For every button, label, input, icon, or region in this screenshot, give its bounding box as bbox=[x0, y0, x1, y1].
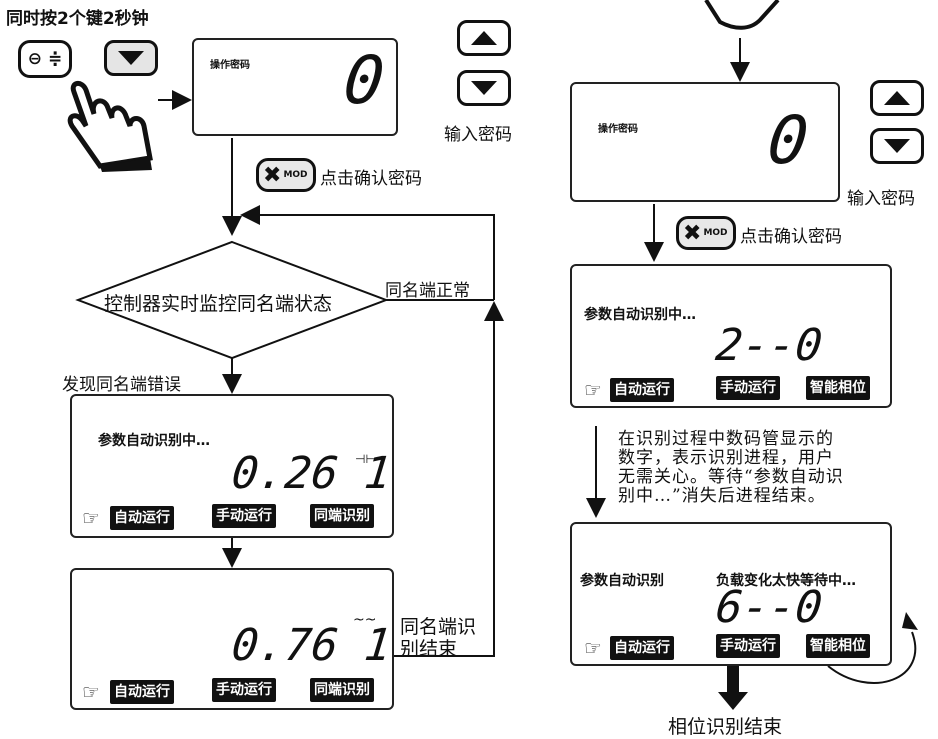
input-password-label: 输入密码 bbox=[444, 125, 512, 145]
normal-label: 同名端正常 bbox=[385, 281, 470, 301]
password-label: 操作密码 bbox=[598, 124, 638, 135]
up-key-button-right[interactable] bbox=[870, 80, 924, 116]
pointing-hand-icon: ☞ bbox=[82, 680, 100, 704]
tag-manual-run: 手动运行 bbox=[716, 634, 780, 658]
up-arrow-icon bbox=[884, 91, 910, 105]
password-display-right: 操作密码 0 bbox=[570, 82, 840, 202]
password-display-left: 操作密码 0 bbox=[192, 38, 398, 136]
result-display: 0.76 1 ~~ ☞ 自动运行 手动运行 同端识别 bbox=[70, 568, 394, 710]
tag-auto-run: 自动运行 bbox=[610, 378, 674, 402]
note-line: 无需关心。等待“参数自动识 bbox=[618, 467, 844, 487]
press-instruction: 同时按2个键2秒钟 bbox=[6, 9, 149, 29]
tag-manual-run: 手动运行 bbox=[212, 504, 276, 528]
note-line: 在识别过程中数码管显示的 bbox=[618, 429, 834, 449]
box3-wait: 负载变化太快等待中… bbox=[716, 573, 856, 589]
tag-smart-phase: 智能相位 bbox=[806, 376, 870, 400]
click-confirm-label-right: 点击确认密码 bbox=[740, 227, 842, 247]
inductor-icon: ~~ bbox=[353, 612, 377, 628]
progress-note: 在识别过程中数码管显示的 数字，表示识别进程，用户 无需关心。等待“参数自动识 … bbox=[618, 430, 918, 506]
identifying-title: 参数自动识别中… bbox=[98, 433, 210, 449]
identifying-display: 参数自动识别中… 0.26 1 ⊣⊢ ☞ 自动运行 手动运行 同端识别 bbox=[70, 394, 394, 538]
tag-polarity-id: 同端识别 bbox=[310, 504, 374, 528]
final-label: 相位识别结束 bbox=[668, 716, 783, 738]
note-line: 别中…”消失后进程结束。 bbox=[618, 486, 826, 506]
password-label: 操作密码 bbox=[210, 60, 250, 71]
mod-label: MOD bbox=[703, 228, 728, 238]
pointing-hand-icon: ☞ bbox=[584, 636, 602, 660]
tag-smart-phase: 智能相位 bbox=[806, 634, 870, 658]
progress-reading: 2--0 bbox=[713, 320, 825, 371]
box3-reading: 6--0 bbox=[713, 582, 825, 633]
password-digit: 0 bbox=[340, 42, 388, 119]
tag-polarity-id: 同端识别 bbox=[310, 678, 374, 702]
down-arrow-icon bbox=[884, 139, 910, 153]
wrench-icon: ✖ bbox=[683, 220, 702, 246]
tag-auto-run: 自动运行 bbox=[110, 680, 174, 704]
mod-label: MOD bbox=[283, 170, 308, 180]
pointing-hand-icon: ☞ bbox=[584, 378, 602, 402]
tag-auto-run: 自动运行 bbox=[610, 636, 674, 660]
tag-manual-run: 手动运行 bbox=[716, 376, 780, 400]
box3-title: 参数自动识别 bbox=[580, 573, 664, 589]
reading-value-2: 0.76 1 bbox=[229, 620, 394, 671]
phase-key-icon[interactable]: ⊖ ≑ bbox=[18, 40, 72, 78]
down-arrow-icon bbox=[118, 51, 144, 65]
tag-auto-run: 自动运行 bbox=[110, 506, 174, 530]
up-arrow-icon bbox=[471, 31, 497, 45]
capacitor-icon: ⊣⊢ bbox=[355, 452, 376, 466]
down-key-button[interactable] bbox=[104, 40, 158, 76]
down-arrow-icon bbox=[471, 81, 497, 95]
down-key-button-right[interactable] bbox=[870, 128, 924, 164]
pressing-hand-icon bbox=[67, 81, 153, 172]
mod-button-right[interactable]: ✖ MOD bbox=[676, 216, 736, 250]
pointing-hand-icon: ☞ bbox=[82, 506, 100, 530]
up-key-button-left[interactable] bbox=[457, 20, 511, 56]
monitor-text: 控制器实时监控同名端状态 bbox=[104, 293, 333, 315]
end-label-line2: 别结束 bbox=[400, 638, 458, 660]
identifying-title: 参数自动识别中… bbox=[584, 307, 696, 323]
progress-display: 参数自动识别中… 2--0 ☞ 自动运行 手动运行 智能相位 bbox=[570, 264, 892, 408]
input-password-label-right: 输入密码 bbox=[847, 189, 915, 209]
load-wait-display: 参数自动识别 负载变化太快等待中… 6--0 ☞ 自动运行 手动运行 智能相位 bbox=[570, 522, 892, 666]
note-line: 数字，表示识别进程，用户 bbox=[618, 448, 834, 468]
mod-button-left[interactable]: ✖ MOD bbox=[256, 158, 316, 192]
error-label: 发现同名端错误 bbox=[62, 375, 181, 395]
end-label-line1: 同名端识 bbox=[400, 616, 477, 638]
wrench-icon: ✖ bbox=[263, 162, 282, 188]
down-key-button-left[interactable] bbox=[457, 70, 511, 106]
click-confirm-label: 点击确认密码 bbox=[320, 169, 422, 189]
tag-manual-run: 手动运行 bbox=[212, 678, 276, 702]
password-digit: 0 bbox=[764, 102, 812, 179]
